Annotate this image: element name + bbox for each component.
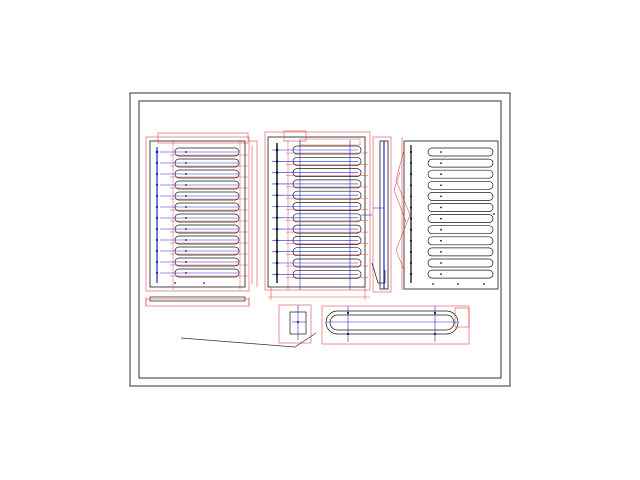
hole-dot [185, 173, 187, 175]
panel-front-view [145, 132, 258, 292]
leader-line [180, 332, 317, 348]
dimension-frame [283, 130, 307, 142]
sheet-outer-border [129, 92, 511, 387]
panel-bottom-view [145, 296, 250, 307]
hole-dot [185, 195, 187, 197]
hole-dot [440, 228, 442, 231]
hole-dot [440, 173, 442, 176]
hole-dot [346, 332, 350, 336]
detail-slot-inner [329, 314, 455, 331]
detail-slot [325, 310, 459, 335]
slot [427, 180, 494, 190]
hole-dot [185, 217, 187, 219]
hole-dot [440, 151, 442, 153]
panel-section-view [264, 130, 372, 300]
dimension-frame [264, 131, 371, 291]
slot [427, 158, 494, 168]
hole-dot [433, 332, 437, 336]
slot [427, 247, 494, 257]
hole-dot [203, 282, 205, 284]
slot-detail-view [278, 304, 470, 345]
slot [427, 203, 494, 212]
slot [427, 147, 494, 157]
panel-back-view [393, 137, 499, 290]
slot [427, 236, 494, 246]
hole-dot [185, 239, 187, 241]
dimension-frame [372, 136, 392, 293]
hole-dot [440, 184, 442, 187]
slot [427, 192, 494, 201]
hole-dot [432, 283, 434, 285]
hole-dot [174, 282, 176, 284]
dimension-frame [145, 298, 250, 307]
hole-dot [185, 206, 187, 208]
hole-dot [440, 239, 442, 242]
sheet-inner-border [138, 100, 502, 379]
hole-dot [440, 273, 442, 275]
dimension-frame [321, 305, 470, 345]
hole-dot [493, 213, 495, 215]
dimension-frame [145, 136, 250, 292]
slot [427, 258, 494, 268]
hole-dot [185, 261, 187, 263]
hole-dot [440, 206, 442, 209]
fastener-dot [155, 150, 159, 154]
hole-dot [346, 311, 350, 315]
panel-outline [403, 140, 499, 290]
hole-dot [185, 184, 187, 186]
dimension-frame [278, 304, 312, 344]
slot [427, 169, 494, 179]
dimension-frame [299, 138, 361, 146]
hole-dot [440, 162, 442, 165]
hole-dot [440, 217, 442, 220]
dimension-frame [157, 132, 249, 144]
panel-outline [267, 136, 366, 288]
hole-dot [457, 283, 459, 285]
break-line [371, 262, 386, 284]
panel-side-view [371, 136, 392, 293]
hole-dot [440, 262, 442, 264]
leader-line [393, 171, 407, 223]
panel-outline [149, 140, 246, 288]
leader-line [395, 149, 411, 271]
hole-dot [440, 251, 442, 253]
hole-dot [185, 151, 187, 153]
hole-dot [297, 321, 299, 323]
hole-dot [185, 162, 187, 164]
slot [427, 269, 494, 279]
hole-dot [483, 283, 485, 285]
slot [427, 225, 494, 235]
hole-dot [185, 272, 187, 274]
hole-dot [433, 311, 437, 315]
slot [427, 214, 494, 223]
dimension-frame [454, 307, 470, 328]
hole-dot [185, 250, 187, 252]
hole-dot [185, 228, 187, 230]
hole-dot [440, 195, 442, 198]
